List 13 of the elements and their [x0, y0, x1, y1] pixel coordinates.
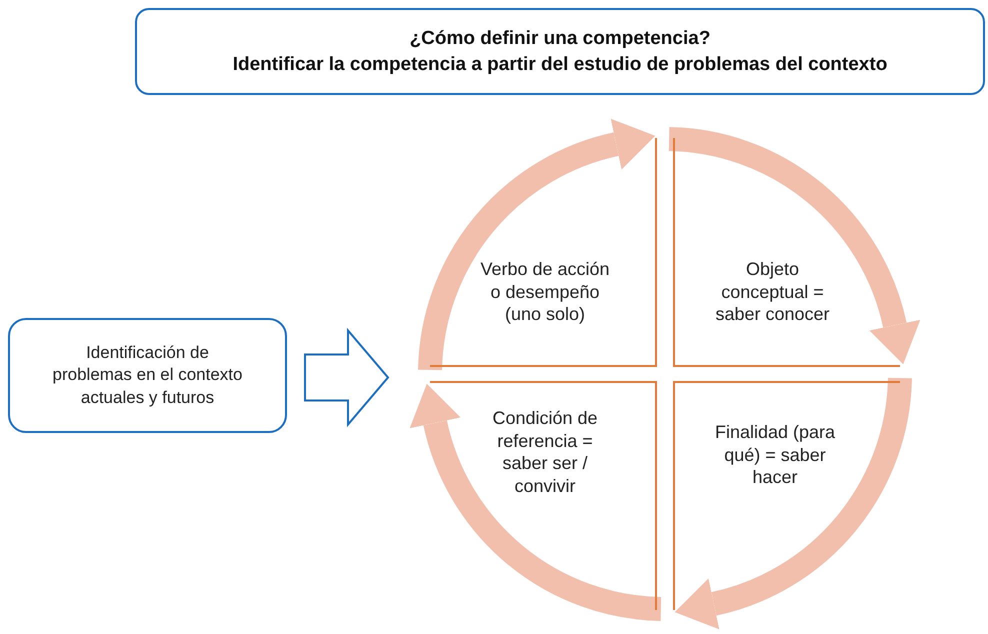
block-arrow [304, 328, 390, 428]
process-box [8, 318, 287, 433]
title-text: Identificar la competencia a partir del estudio de problemas del contexto [232, 54, 888, 76]
quadrant-text: Condición de referencia = saber ser / convivir [491, 407, 599, 497]
quadrant-panel [430, 381, 657, 610]
curved-arrow [410, 384, 662, 621]
title-box [135, 8, 985, 95]
quadrant-text: Finalidad (para qué) = saber hacer [714, 421, 836, 488]
quadrant-text: Verbo de acción o desempeño (uno solo) [479, 258, 611, 326]
quadrant-panel [673, 138, 900, 367]
quadrant-text: Objeto conceptual = saber conocer [714, 258, 831, 326]
box-text: Identificación de problemas en el contexto actuales y futuros [52, 342, 244, 409]
title-text: ¿Cómo definir una competencia? [410, 28, 710, 50]
